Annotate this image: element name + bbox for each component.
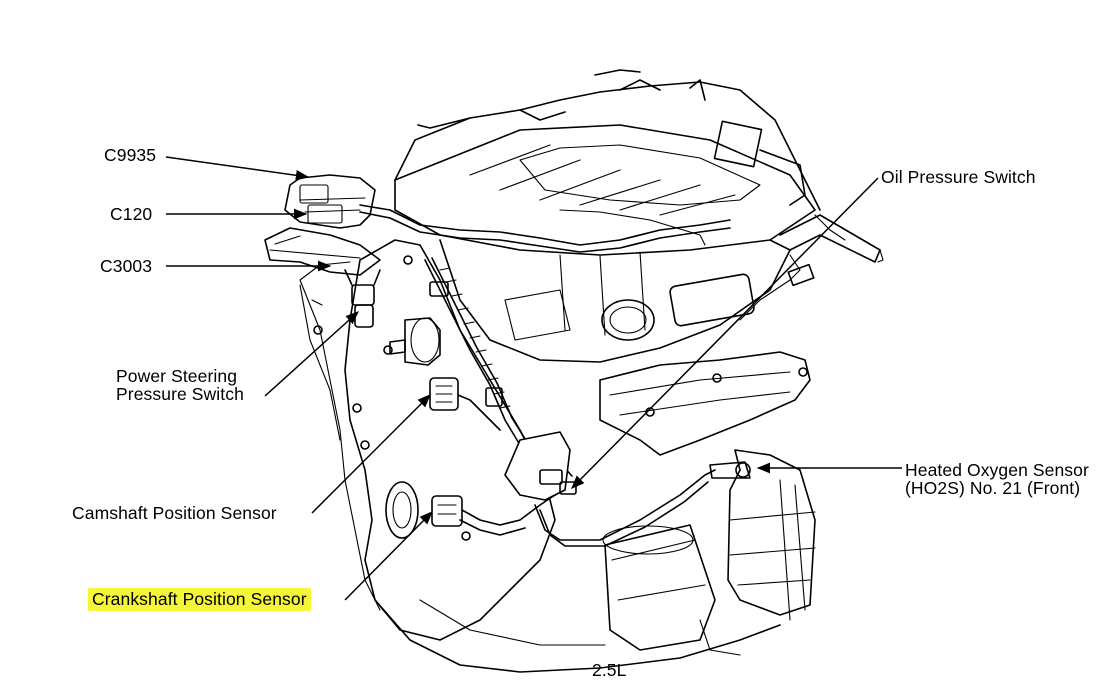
label-ho2s-line2: (HO2S) No. 21 (Front) [905,478,1081,498]
label-c9935: C9935 [104,145,157,165]
leader-lines [165,156,902,601]
label-ho2s-line1: Heated Oxygen Sensor [905,460,1089,480]
label-power-steering-pressure-switch: Power Steering Pressure Switch [100,367,260,403]
label-crankshaft-position-sensor: Crankshaft Position Sensor [88,588,311,611]
leader-c9935 [165,156,310,181]
leader-power-steering [264,311,360,397]
leader-crankshaft [344,511,433,601]
label-engine-size: 2.5L [592,660,627,680]
label-power-steering-line1: Power Steering [116,366,238,386]
label-c120: C120 [110,204,153,224]
label-c3003: C3003 [100,256,153,276]
label-oil-pressure-switch: Oil Pressure Switch [881,167,1036,187]
leader-oil-pressure [571,177,879,489]
label-power-steering-line2: Pressure Switch [116,384,244,404]
engine-illustration [264,69,884,673]
label-camshaft-position-sensor: Camshaft Position Sensor [72,503,277,523]
label-heated-oxygen-sensor: Heated Oxygen Sensor (HO2S) No. 21 (Fron… [905,461,1089,497]
leader-camshaft [311,394,431,514]
crankshaft-highlight: Crankshaft Position Sensor [88,588,311,611]
